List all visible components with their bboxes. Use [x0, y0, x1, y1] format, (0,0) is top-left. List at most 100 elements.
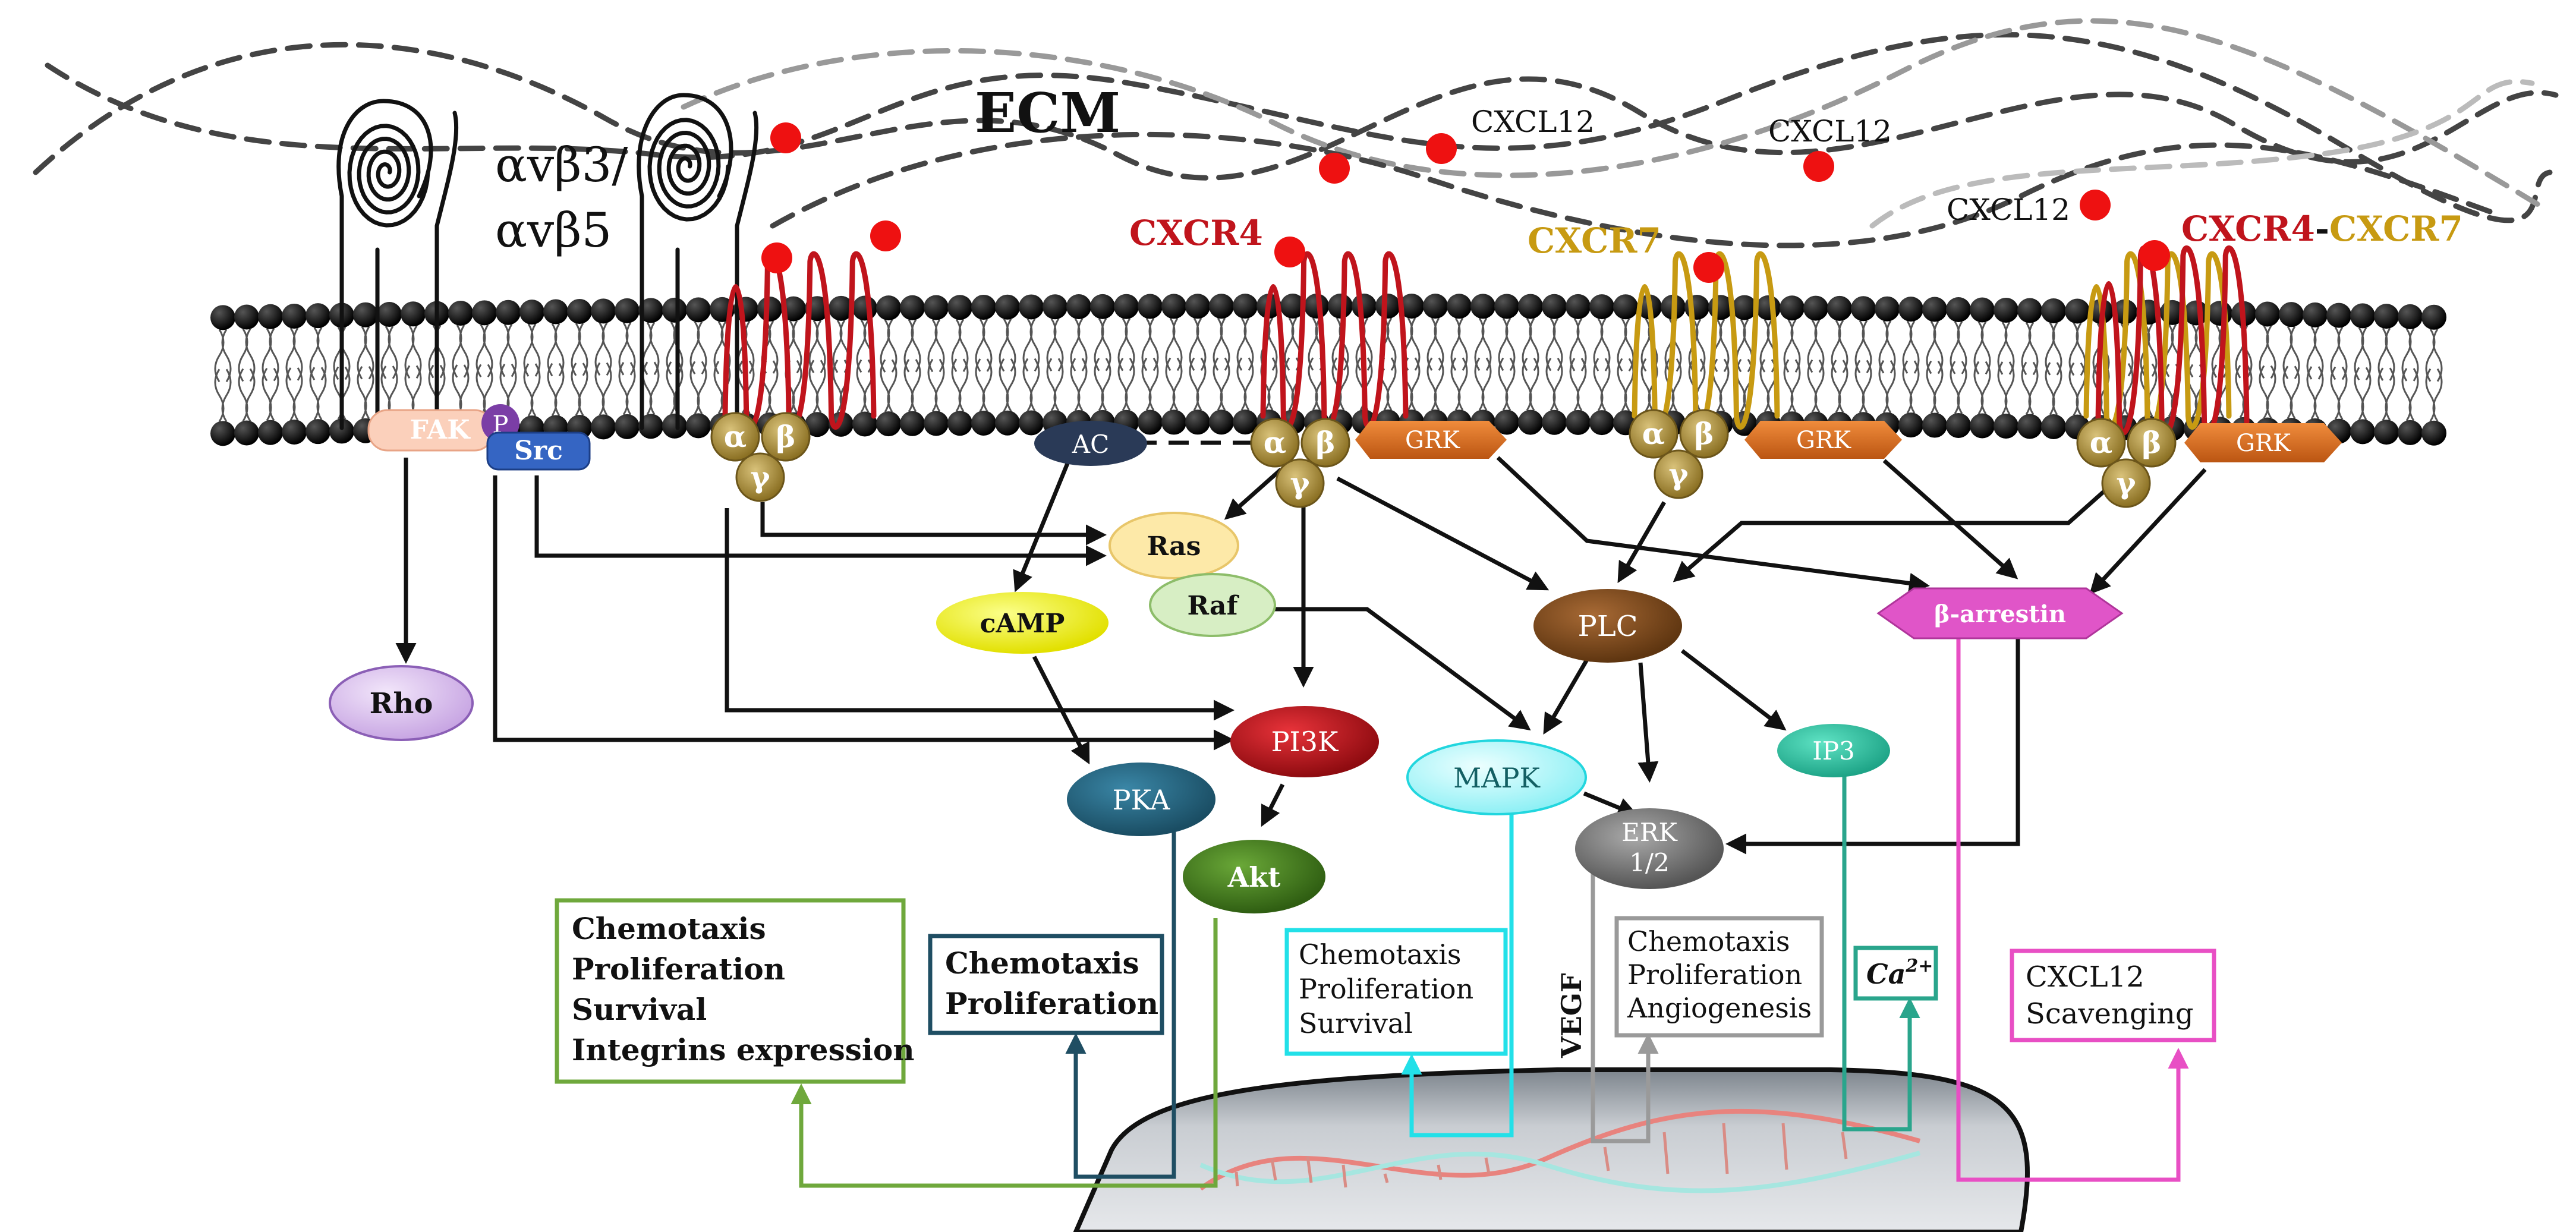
outcome-text: Scavenging: [2026, 997, 2194, 1031]
signaling-arrows: [395, 429, 2207, 855]
akt-node: Akt: [1183, 840, 1325, 913]
cxcl12-ligand-dot: [761, 242, 792, 273]
svg-text:GRK: GRK: [1405, 427, 1460, 454]
lipid-head: [2041, 298, 2066, 323]
lipid-head: [210, 305, 235, 330]
svg-text:AC: AC: [1072, 430, 1109, 459]
lipid-head: [543, 299, 568, 324]
arrow-g1-ras-a: [760, 502, 1107, 546]
lipid-head: [234, 420, 259, 446]
lipid-tail: [245, 368, 256, 422]
lipid-head: [615, 298, 640, 323]
lipid-head: [1328, 294, 1353, 319]
svg-text:Rho: Rho: [370, 687, 433, 720]
lipid-head: [1518, 409, 1543, 435]
lipid-head: [757, 297, 782, 322]
lipid-head: [2017, 414, 2042, 439]
lipid-head: [924, 411, 949, 436]
lipid-head: [1447, 294, 1472, 319]
lipid-tail: [911, 359, 921, 412]
lipid-tail: [1101, 358, 1111, 411]
lipid-tail: [1980, 361, 1991, 415]
lipid-tail: [1267, 357, 1278, 411]
lipid-head: [662, 413, 687, 439]
lipid-tail: [1719, 358, 1730, 412]
lipid-head: [1589, 410, 1614, 436]
g-gamma-subunit: [1275, 458, 1325, 508]
lipid-tail: [1838, 360, 1848, 413]
lipid-head: [1803, 295, 1828, 321]
outcome-text: Chemotaxis: [945, 946, 1139, 981]
dna-helix-icon: [1199, 1108, 1921, 1193]
g-beta-subunit: [761, 412, 811, 462]
chemokine-receptors: [722, 245, 2250, 436]
lipid-tail: [982, 358, 993, 412]
lipid-head: [2017, 298, 2042, 323]
lipid-head: [638, 414, 663, 439]
lipid-head: [1043, 294, 1067, 320]
svg-text:CXCR4-CXCR7: CXCR4-CXCR7: [2181, 209, 2463, 249]
lipid-tail: [958, 358, 969, 412]
svg-text:Src: Src: [514, 436, 563, 466]
outcome-text: Proliferation: [945, 986, 1158, 1021]
g-alpha-label: α: [2090, 425, 2112, 460]
cxcl12-ligand-dot: [2080, 190, 2111, 220]
lipid-head: [2207, 301, 2232, 326]
lipid-head: [401, 301, 426, 327]
lipid-tail: [2361, 367, 2372, 421]
lipid-head: [306, 303, 330, 329]
lipid-head: [615, 414, 640, 439]
g-alpha-label: α: [1264, 425, 1286, 460]
cxcr4-label: CXCR4: [1129, 213, 1263, 253]
arrow-plc-ip3: [1680, 649, 1787, 731]
outcome-text: Angiogenesis: [1627, 992, 1812, 1024]
lipid-head: [258, 304, 283, 329]
lipid-tail: [2313, 366, 2324, 420]
lipid-head: [1138, 294, 1163, 319]
lipid-tail: [269, 367, 279, 421]
svg-text:β-arrestin: β-arrestin: [1934, 600, 2066, 628]
lipid-head: [924, 295, 949, 320]
lipid-tail: [2004, 361, 2015, 415]
lipid-head: [1613, 294, 1638, 320]
lipid-head: [1756, 295, 1781, 320]
svg-text:PI3K: PI3K: [1271, 726, 1339, 758]
lipid-tail: [1053, 358, 1064, 412]
arrow-plc-mapk: [1543, 658, 1589, 735]
outcome-box-mapk: Chemotaxis Proliferation Survival: [1284, 928, 1508, 1056]
calcium-charge: 2+: [1905, 956, 1933, 976]
g-gamma-label: γ: [2116, 465, 2136, 500]
fak-node: FAK: [367, 409, 495, 452]
nuclear-routing-arrows: [791, 633, 2189, 1188]
cxcl12-ligand-dot: [2139, 240, 2170, 271]
lipid-tail: [578, 363, 588, 416]
lipid-tail: [1505, 357, 1516, 411]
svg-text:MAPK: MAPK: [1453, 762, 1541, 794]
receptor-helix: [722, 251, 877, 430]
svg-text:GRK: GRK: [1796, 427, 1851, 454]
lipid-tail: [1029, 358, 1040, 412]
lipid-head: [900, 295, 925, 320]
cxcl12-label: CXCL12: [1768, 114, 1892, 149]
lipid-tail: [1862, 360, 1872, 414]
lipid-tail: [1457, 357, 1468, 411]
g-beta-label: β: [1315, 425, 1335, 460]
outcome-box-integrin: Chemotaxis Proliferation Survival Integr…: [555, 898, 915, 1084]
lipid-head: [1898, 412, 1923, 438]
lipid-tail: [1220, 357, 1230, 411]
lipid-tail: [792, 360, 802, 414]
lipid-head: [1399, 294, 1424, 319]
arrow-raf-mapk: [1272, 607, 1531, 731]
lipid-tail: [768, 360, 779, 414]
lipid-head: [1161, 409, 1186, 435]
lipid-head: [2421, 304, 2446, 330]
lipid-head: [1851, 296, 1876, 322]
pka-node: PKA: [1067, 762, 1215, 836]
lipid-head: [1066, 294, 1091, 320]
g-alpha-subunit: [1629, 409, 1679, 459]
lipid-head: [1994, 413, 2018, 439]
lipid-head: [686, 297, 711, 323]
lipid-head: [1732, 295, 1757, 320]
